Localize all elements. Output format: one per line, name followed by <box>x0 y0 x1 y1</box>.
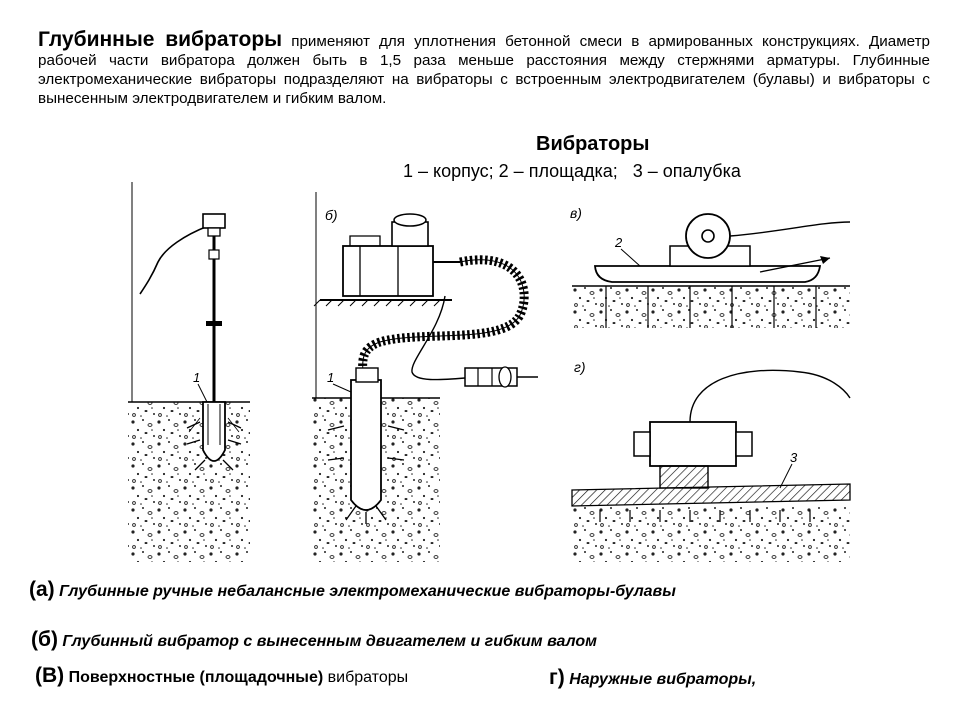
platform-v <box>594 265 822 283</box>
diagram-a: 1 <box>128 182 250 562</box>
caption-g-marker: г) <box>549 666 565 689</box>
caption-a-text: Глубинные ручные небалансные электромеха… <box>54 583 676 600</box>
diagram-g: г) 3 <box>571 359 851 562</box>
cable-a <box>139 225 209 295</box>
label-3: 3 <box>790 450 798 465</box>
label-v: в) <box>570 205 582 221</box>
cable-g <box>689 369 851 423</box>
caption-a-marker: (а) <box>29 578 55 601</box>
formwork-g <box>571 483 851 507</box>
cable-v <box>729 221 851 237</box>
caption-v-text1: Поверхностные (площадочные) <box>64 669 324 686</box>
concrete-a <box>128 402 250 562</box>
caption-a: (а) Глубинные ручные небалансные электро… <box>29 578 676 602</box>
vibro-body-g <box>649 421 737 467</box>
label-2: 2 <box>614 235 623 250</box>
label-g: г) <box>574 359 586 375</box>
diagram-b: б) 1 <box>312 192 538 562</box>
caption-b: (б) Глубинный вибратор с вынесенным двиг… <box>31 628 597 652</box>
intro-paragraph: Глубинные вибраторы применяют для уплотн… <box>38 28 930 108</box>
motor-b <box>342 245 434 297</box>
concrete-v <box>572 286 850 328</box>
intro-text: применяют для уплотнения бетонной смеси … <box>38 33 930 107</box>
cable-b <box>411 295 466 381</box>
caption-v: (В) Поверхностные (площадочные) вибратор… <box>35 664 408 688</box>
vibrator-body-b <box>350 379 382 511</box>
caption-b-marker: (б) <box>31 628 58 651</box>
intro-lead: Глубинные вибраторы <box>38 28 283 51</box>
label-1a: 1 <box>193 370 200 385</box>
label-1b: 1 <box>327 370 334 385</box>
diagram-v: в) 2 <box>570 205 851 328</box>
bulava-body-a <box>202 401 226 462</box>
handle-a <box>202 213 226 229</box>
caption-g: г) Наружные вибраторы, <box>549 666 756 690</box>
label-b: б) <box>325 207 338 223</box>
caption-v-text2: вибраторы <box>323 669 409 686</box>
caption-g-text: Наружные вибраторы, <box>564 671 757 688</box>
caption-v-marker: (В) <box>35 664 65 687</box>
figure-title: Вибраторы <box>536 133 650 155</box>
concrete-g <box>572 505 850 562</box>
caption-b-text: Глубинный вибратор с вынесенным двигател… <box>57 633 597 650</box>
figure-legend: 1 – корпус; 2 – площадка; 3 – опалубка <box>403 161 741 181</box>
